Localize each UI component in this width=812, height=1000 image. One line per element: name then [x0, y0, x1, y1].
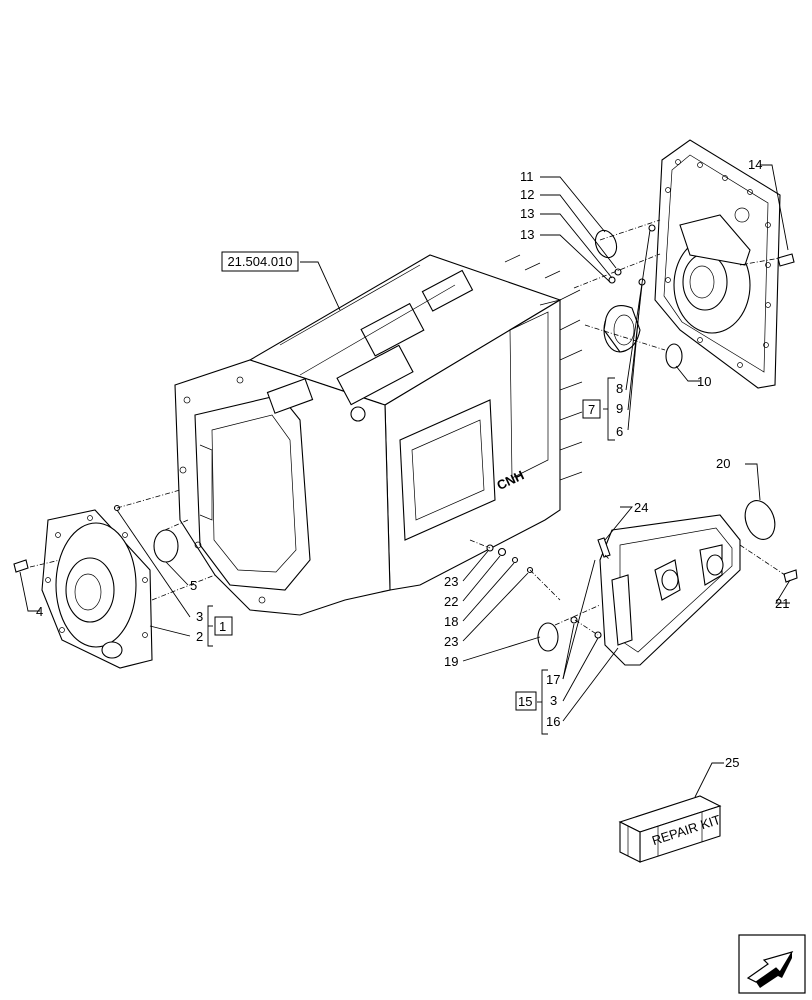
callout-10: 10 [697, 374, 711, 389]
callout-4: 4 [36, 604, 43, 619]
callout-13b: 13 [520, 227, 534, 242]
callout-22: 22 [444, 594, 458, 609]
seal-ring-20 [744, 500, 776, 540]
callout-24: 24 [634, 500, 648, 515]
transmission-housing: CNH [174, 254, 583, 616]
callout-box-7 [582, 399, 601, 419]
callout-9: 9 [616, 401, 623, 416]
callout-6: 6 [616, 424, 623, 439]
repair-kit-box: REPAIR KIT [618, 795, 722, 863]
callout-21: 21 [775, 596, 789, 611]
reference-label: 21.504.010 [227, 254, 292, 269]
callout-15: 15 [518, 694, 532, 709]
callout-box-15 [515, 691, 537, 711]
front-cover-plate [41, 509, 153, 669]
rear-cover-plate [654, 139, 781, 389]
callout-5: 5 [190, 578, 197, 593]
callout-14: 14 [748, 157, 762, 172]
callout-19: 19 [444, 654, 458, 669]
callout-8: 8 [616, 381, 623, 396]
screw-21 [783, 569, 798, 583]
callout-3-right: 3 [550, 693, 557, 708]
callout-17: 17 [546, 672, 560, 687]
callout-13: 13 [520, 206, 534, 221]
side-cover [599, 514, 741, 666]
seal-ring-5 [153, 529, 179, 563]
seal-10 [665, 343, 683, 369]
callout-16: 16 [546, 714, 560, 729]
seal-ring-19 [537, 622, 559, 652]
callout-1: 1 [219, 619, 226, 634]
pin-24 [597, 537, 611, 558]
callout-20: 20 [716, 456, 730, 471]
brackets [207, 377, 615, 735]
callout-18: 18 [444, 614, 458, 629]
callout-11: 11 [520, 169, 534, 184]
callout-2: 2 [196, 629, 203, 644]
leader-lines [19, 164, 791, 798]
seal-ring-11 [594, 229, 618, 259]
callout-7: 7 [588, 402, 595, 417]
reference-callout: 21.504.010 [221, 251, 299, 272]
callout-23: 23 [444, 574, 458, 589]
next-page-arrow-icon[interactable] [738, 934, 806, 994]
screw-4 [13, 559, 29, 573]
bushing [603, 305, 641, 353]
callout-23b: 23 [444, 634, 458, 649]
screw-14 [777, 253, 795, 267]
callout-12: 12 [520, 187, 534, 202]
callout-box-1 [214, 616, 233, 636]
callout-25: 25 [725, 755, 739, 770]
callout-3-left: 3 [196, 609, 203, 624]
callout-numbers: 11 12 13 13 14 8 9 6 7 10 20 24 21 23 22… [36, 157, 789, 770]
